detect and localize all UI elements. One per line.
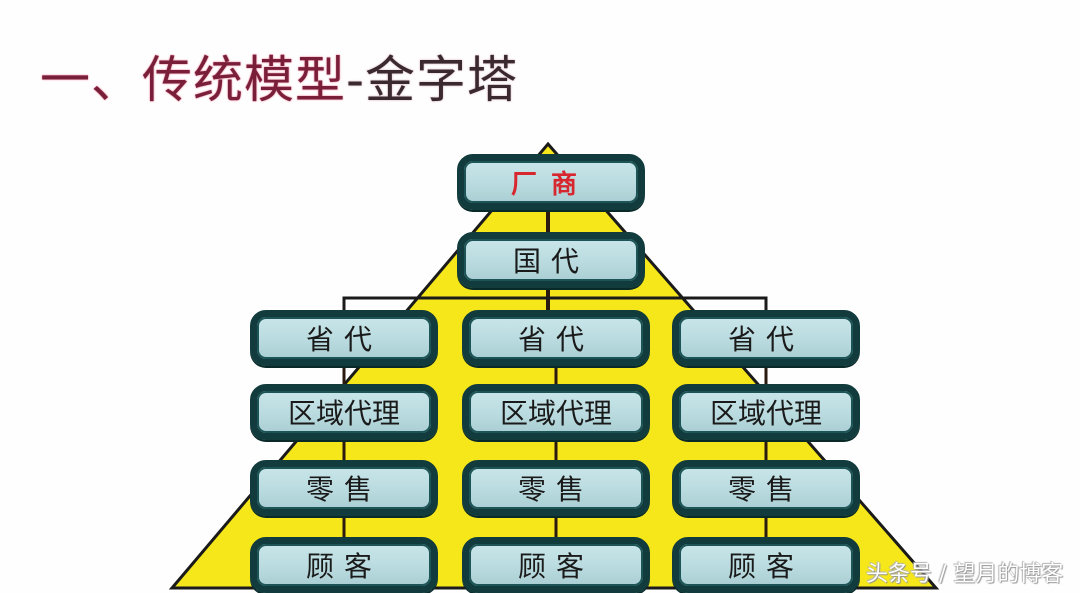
branch-connector (342, 296, 768, 318)
node-left-provincial-agent: 省代 (250, 310, 438, 366)
node-center-customer: 顾客 (462, 537, 650, 593)
node-label: 顾客 (305, 550, 382, 583)
node-left-retail: 零售 (250, 460, 438, 516)
node-label: 厂商 (510, 169, 591, 200)
node-right-customer: 顾客 (672, 537, 860, 593)
node-label: 省代 (517, 323, 594, 356)
node-left-customer: 顾客 (250, 537, 438, 593)
title-main: 传统模型 (142, 51, 346, 109)
node-label: 国代 (512, 245, 589, 278)
page-title: 一、传统模型-金字塔 (40, 50, 518, 110)
node-right-regional-agent: 区域代理 (672, 384, 860, 440)
pyramid-shape (168, 141, 940, 590)
node-national-agent: 国代 (457, 232, 645, 288)
node-label: 零售 (305, 473, 382, 506)
node-right-provincial-agent: 省代 (672, 310, 860, 366)
node-label: 区域代理 (499, 397, 612, 430)
node-right-retail: 零售 (672, 460, 860, 516)
node-center-provincial-agent: 省代 (462, 310, 650, 366)
node-label: 顾客 (517, 550, 594, 583)
node-manufacturer: 厂商 (457, 154, 645, 210)
node-label: 省代 (727, 323, 804, 356)
node-label: 省代 (305, 323, 382, 356)
node-center-retail: 零售 (462, 460, 650, 516)
title-prefix: 一、 (40, 51, 142, 109)
node-label: 区域代理 (709, 397, 822, 430)
node-left-regional-agent: 区域代理 (250, 384, 438, 440)
node-label: 顾客 (727, 550, 804, 583)
watermark: 头条号 / 望月的博客 (866, 562, 1064, 587)
node-label: 零售 (727, 473, 804, 506)
node-label: 零售 (517, 473, 594, 506)
node-label: 区域代理 (287, 397, 400, 430)
title-suffix: -金字塔 (346, 51, 519, 109)
node-center-regional-agent: 区域代理 (462, 384, 650, 440)
